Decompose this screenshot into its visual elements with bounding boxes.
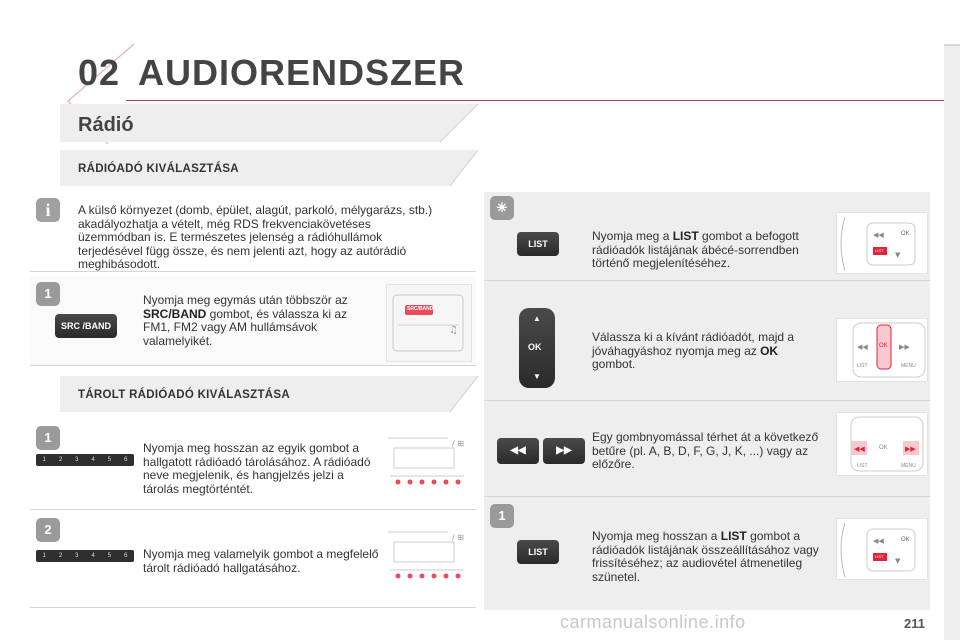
src-band-panel-illustration: ♫ SRC/BAND	[386, 284, 472, 362]
step-number-badge: 2	[36, 518, 60, 542]
src-band-button[interactable]: SRC /BAND	[55, 314, 117, 338]
stored-step2-box	[30, 512, 476, 608]
svg-text:▼: ▼	[895, 557, 901, 565]
svg-text:♫: ♫	[449, 325, 458, 336]
list-button[interactable]: LIST	[517, 540, 559, 564]
svg-text:/ ⊞: / ⊞	[452, 439, 464, 448]
steering-ok-illustration: ◀◀ ▶▶ OK LIST MENU	[836, 318, 928, 382]
tip1-text: Nyomja meg a LIST gombot a befogott rádi…	[592, 229, 799, 270]
down-arrow-icon: ▼	[533, 372, 541, 381]
thumb-menu-label: MENU	[901, 363, 916, 369]
stored-step1-text: Nyomja meg hosszan az egyik gombot a hal…	[143, 441, 371, 496]
step-number-badge: 1	[36, 426, 60, 450]
tip4-text: Nyomja meg hosszan a LIST gombot a rádió…	[592, 529, 819, 584]
step-number-badge: 1	[490, 504, 514, 528]
thumb-ok-label: OK	[901, 537, 910, 543]
svg-text:◀◀: ◀◀	[873, 537, 884, 545]
src-band-thumb-label: SRC/BAND	[407, 306, 434, 312]
select-heading-band	[60, 150, 479, 187]
thumb-list-label: LIST	[857, 363, 868, 369]
step-number-badge: 1	[36, 282, 60, 306]
steering-list-illustration: ◀◀ ▼ OK LIST	[836, 518, 928, 580]
info-box-frame	[30, 192, 476, 272]
stored-step1-box	[30, 418, 476, 510]
steering-list-illustration: ◀◀ ▼ OK LIST	[836, 212, 928, 274]
lightbulb-icon: ✳	[490, 196, 514, 220]
info-icon: i	[36, 198, 60, 222]
watermark: carmanualsonline.info	[560, 612, 746, 632]
thumb-menu-label: MENU	[901, 463, 916, 469]
preset-panel-illustration: / ⊞	[388, 528, 476, 588]
stored-step2-text: Nyomja meg valamelyik gombot a megfelelő…	[143, 547, 379, 575]
thumb-list-label: LIST	[875, 248, 884, 253]
step1-text: Nyomja meg egymás után többször az SRC/B…	[143, 293, 348, 348]
page-edge-strip	[944, 44, 960, 640]
tip3-text: Egy gombnyomással térhet át a következő …	[592, 430, 819, 471]
section-title: Rádió	[78, 114, 134, 136]
thumb-list-label: LIST	[857, 463, 868, 469]
tips-divider	[484, 400, 930, 401]
info-box	[30, 192, 476, 272]
chapter-title: AUDIORENDSZER	[138, 52, 466, 93]
page-number: 211	[904, 616, 925, 631]
tips-divider	[484, 496, 930, 497]
ok-label: OK	[528, 342, 542, 352]
steering-seek-illustration: ◀◀ ▶▶ OK LIST MENU	[836, 412, 928, 476]
preset-panel-illustration: / ⊞	[388, 434, 476, 494]
list-button[interactable]: LIST	[517, 232, 559, 256]
page-edge-strip-top	[944, 44, 960, 46]
svg-text:▶▶: ▶▶	[899, 343, 910, 351]
info-text: A külső környezet (domb, épület, alagút,…	[78, 203, 433, 271]
svg-text:/ ⊞: / ⊞	[452, 533, 464, 542]
svg-text:◀◀: ◀◀	[854, 445, 865, 453]
thumb-ok-label: OK	[879, 343, 888, 349]
chapter-number: 02	[78, 52, 121, 93]
svg-text:◀◀: ◀◀	[857, 343, 868, 351]
stored-heading-band	[60, 376, 479, 413]
svg-text:◀◀: ◀◀	[873, 231, 884, 239]
thumb-ok-label: OK	[879, 445, 888, 451]
up-arrow-icon: ▲	[533, 314, 541, 323]
seek-back-button[interactable]: ◀◀	[497, 438, 539, 464]
tip2-text: Válassza ki a kívánt rádióadót, majd a j…	[592, 330, 795, 371]
stored-heading: TÁROLT RÁDIÓADÓ KIVÁLASZTÁSA	[78, 389, 290, 401]
thumb-ok-label: OK	[901, 231, 910, 237]
tips-divider	[484, 280, 930, 281]
select-heading: RÁDIÓADÓ KIVÁLASZTÁSA	[78, 163, 239, 175]
thumb-list-label: LIST	[875, 554, 884, 559]
ok-rocker-button[interactable]: ▲ OK ▼	[519, 308, 555, 388]
section-title-band	[60, 104, 479, 143]
svg-text:▶▶: ▶▶	[905, 445, 916, 453]
header-rule	[126, 100, 944, 101]
seek-forward-button[interactable]: ▶▶	[543, 438, 585, 464]
svg-text:▼: ▼	[895, 251, 901, 259]
